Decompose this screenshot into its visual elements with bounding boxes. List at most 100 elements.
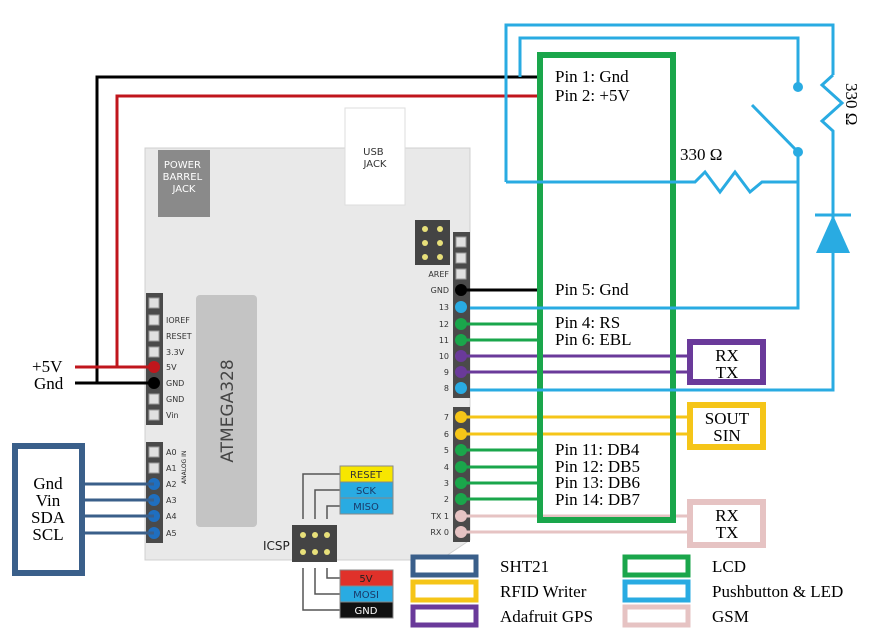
- legend-label: Pushbutton & LED: [712, 582, 843, 601]
- sht21-module-pin-label: Vin: [36, 491, 61, 510]
- pin-label: AREF: [428, 270, 449, 279]
- svg-text:USB JACK: USB JACK: [363, 147, 387, 170]
- power-jack-label-2: BARREL: [163, 172, 203, 183]
- icsp-label-box: [339, 601, 394, 619]
- pin-label: A5: [166, 529, 177, 538]
- icsp-label: SCK: [356, 486, 376, 497]
- pin-label: 4: [444, 463, 449, 472]
- sht21-module-pin-label: SCL: [32, 525, 63, 544]
- pin-label: Vin: [166, 411, 179, 420]
- legend-swatch: [622, 604, 691, 628]
- pin-label: 3.3V: [166, 348, 185, 357]
- pin-empty: [148, 346, 160, 358]
- power-jack-label-3: JACK: [172, 184, 196, 195]
- pin-label: 6: [444, 430, 449, 439]
- icsp-label: ICSP: [263, 539, 290, 553]
- pin-label: GND: [166, 395, 184, 404]
- icsp-pin: [312, 532, 318, 538]
- resistor-label-vertical: 330 Ω: [842, 83, 861, 125]
- usb-jack: [344, 107, 406, 206]
- pin-empty: [148, 462, 160, 474]
- lcd-pin-label: Pin 13: DB6: [555, 473, 640, 492]
- pin-label: A4: [166, 512, 177, 521]
- digital-header-bottom: [453, 407, 470, 542]
- pin-label: 2: [444, 495, 449, 504]
- resistor-vertical: [819, 73, 845, 253]
- pin-label: 7: [444, 413, 449, 422]
- icsp-label: MOSI: [353, 590, 379, 601]
- resistor-label-horizontal: 330 Ω: [680, 145, 722, 164]
- rfid-module-pin-label: SIN: [713, 426, 740, 445]
- icsp-label: MISO: [353, 502, 379, 513]
- icsp-pin: [324, 532, 330, 538]
- usb-jack-label-2: JACK: [363, 159, 387, 170]
- pin-empty: [148, 446, 160, 458]
- icsp-wire: [314, 568, 340, 595]
- icsp-label: 5V: [359, 574, 372, 585]
- pin-label: 10: [439, 352, 449, 361]
- switch-lever: [750, 103, 800, 154]
- legend-label: GSM: [712, 607, 749, 626]
- icsp-label-box: [339, 497, 394, 515]
- led-diode-icon: [816, 215, 850, 253]
- icsp-pin: [300, 549, 306, 555]
- pin-empty: [455, 236, 467, 248]
- header-pin: [437, 254, 443, 260]
- pin-label: RX 0: [430, 528, 449, 537]
- header-pin: [422, 240, 428, 246]
- rfid-module: [687, 402, 766, 450]
- pin-label: 11: [439, 336, 449, 345]
- legend-swatch: [410, 554, 479, 578]
- pin-empty: [455, 268, 467, 280]
- icsp-pin: [300, 532, 306, 538]
- icsp-label: GND: [355, 606, 378, 617]
- svg-text:POWER BARREL JACK: POWER BARREL JACK: [163, 160, 206, 195]
- icsp-pin: [324, 549, 330, 555]
- vcc-label: +5V: [32, 357, 63, 376]
- chip-label: ATMEGA328: [218, 359, 238, 462]
- power-barrel-jack: [158, 150, 210, 217]
- pin-label: IOREF: [166, 316, 190, 325]
- legend-label: Adafruit GPS: [500, 607, 593, 626]
- pin-connected: [455, 382, 467, 394]
- lcd-module: [537, 52, 676, 523]
- pin-label: A3: [166, 496, 177, 505]
- pin-empty: [148, 330, 160, 342]
- pin-connected: [455, 301, 467, 313]
- icsp-label: RESET: [350, 470, 383, 481]
- rfid-module-pin-label: SOUT: [705, 409, 750, 428]
- icsp-pin: [312, 549, 318, 555]
- pin-empty: [148, 409, 160, 421]
- header-pin: [437, 240, 443, 246]
- lcd-pin-label: Pin 1: Gnd: [555, 67, 629, 86]
- pin-label: 8: [444, 384, 449, 393]
- pin-label: A1: [166, 464, 177, 473]
- gps-module-pin-label: TX: [716, 363, 739, 382]
- power-jack-label: POWER: [164, 160, 201, 171]
- header-pin: [422, 226, 428, 232]
- gnd-label: Gnd: [34, 374, 64, 393]
- header-pin: [437, 226, 443, 232]
- pin-empty: [148, 393, 160, 405]
- header-pin: [422, 254, 428, 260]
- icsp-wire: [302, 473, 340, 519]
- legend-swatch: [622, 554, 691, 578]
- pin-label: 5: [444, 446, 449, 455]
- legend-swatch: [622, 579, 691, 603]
- icsp-wire: [326, 505, 340, 519]
- pin-label: 9: [444, 368, 449, 377]
- pin-empty: [148, 314, 160, 326]
- switch-contact-top: [793, 82, 803, 92]
- gps-module: [687, 339, 766, 385]
- pin-label: TX 1: [430, 512, 449, 521]
- icsp-wire: [326, 568, 340, 579]
- pin-label: 13: [439, 303, 449, 312]
- lcd-pin-label: Pin 11: DB4: [555, 440, 640, 459]
- analog-in-label: ANALOG IN: [181, 451, 188, 484]
- gsm-module-pin-label: RX: [715, 506, 739, 525]
- gsm-module: [687, 499, 766, 548]
- sht21-module-pin-label: SDA: [31, 508, 66, 527]
- pin-label: GND: [166, 379, 184, 388]
